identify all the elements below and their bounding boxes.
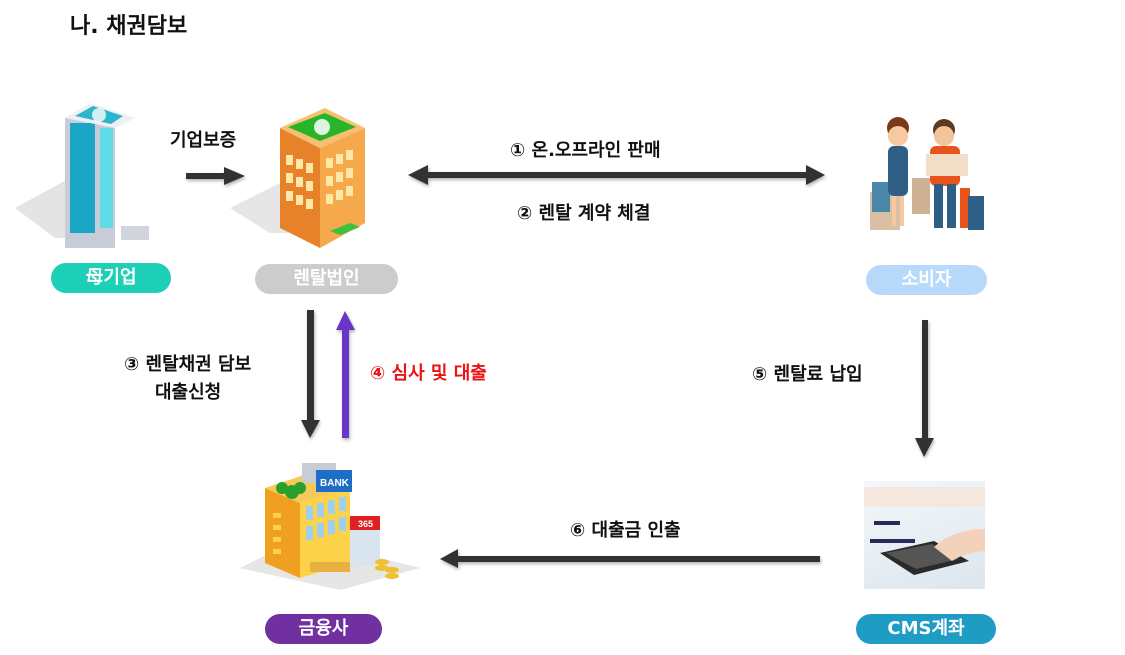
label-step3-line1: ③ 렌탈채권 담보 (124, 354, 252, 375)
arrow-guarantee (186, 167, 245, 185)
label-corporate-guarantee: 기업보증 (170, 130, 237, 151)
shopping-couple-icon (862, 112, 988, 232)
office-building-blue-icon (15, 98, 155, 253)
label-step4-approval: ④ 심사 및 대출 (370, 363, 487, 384)
node-cms-account: CMS계좌 (856, 614, 996, 644)
arrow-loan-approval (336, 311, 355, 438)
atm-badge: 365 (358, 519, 373, 529)
node-financial-company: 금융사 (265, 614, 382, 644)
node-consumer: 소비자 (866, 265, 987, 295)
bank-sign: BANK (320, 478, 350, 489)
office-building-orange-icon (230, 103, 380, 253)
label-step1-sales: ① 온.오프라인 판매 (510, 140, 661, 161)
arrow-loan-withdrawal (440, 549, 820, 568)
page-title: 나. 채권담보 (70, 14, 188, 39)
label-step5-payment: ⑤ 렌탈료 납입 (752, 364, 863, 385)
node-parent-company: 母기업 (51, 263, 171, 293)
node-rental-company: 렌탈법인 (255, 264, 398, 294)
label-step6-withdrawal: ⑥ 대출금 인출 (570, 520, 681, 541)
label-step2-contract: ② 렌탈 계약 체결 (517, 203, 651, 224)
label-step3-line2: 대출신청 (155, 382, 222, 403)
calculator-photo-icon (864, 481, 985, 589)
arrow-sales-bidirectional (408, 165, 825, 185)
bank-building-icon: BANK 365 (240, 458, 420, 590)
arrow-loan-request (301, 310, 320, 438)
arrow-rental-payment (915, 320, 934, 457)
